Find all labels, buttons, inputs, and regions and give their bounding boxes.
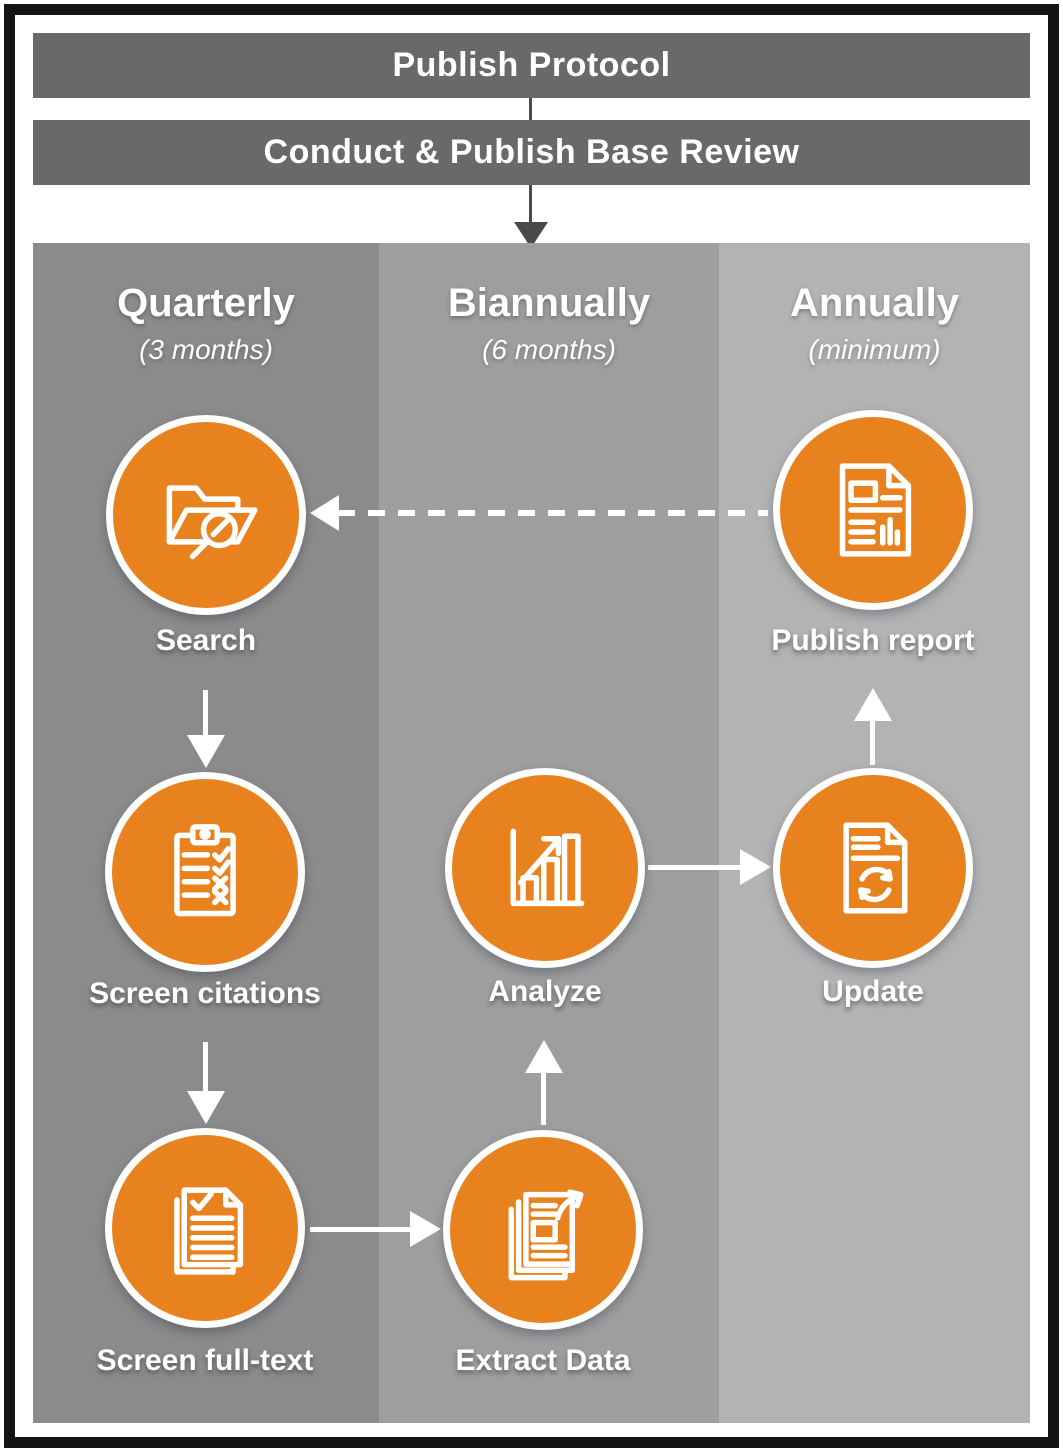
documents-export-icon bbox=[508, 1189, 584, 1281]
node-extract-data bbox=[443, 1130, 643, 1330]
column-title: Annually bbox=[790, 281, 959, 325]
column-subtitle: (minimum) bbox=[808, 334, 941, 365]
node-label: Analyze bbox=[488, 975, 602, 1008]
folder-search-icon bbox=[166, 485, 258, 560]
column-subtitle: (6 months) bbox=[482, 334, 616, 365]
base-review-label: Conduct & Publish Base Review bbox=[263, 133, 800, 171]
publish-to-search-dashed-line bbox=[338, 510, 768, 516]
up-arrowhead-icon bbox=[525, 1040, 563, 1073]
node-publish-report bbox=[773, 410, 973, 610]
fulltext-to-extract-line bbox=[310, 1227, 412, 1232]
column-quarterly-header: Quarterly (3 months) bbox=[33, 281, 379, 366]
search-to-citations-line bbox=[203, 690, 208, 738]
publish-protocol-bar: Publish Protocol bbox=[33, 33, 1030, 98]
right-arrowhead-icon bbox=[410, 1211, 441, 1247]
node-label: Extract Data bbox=[455, 1344, 631, 1377]
node-label: Screen full-text bbox=[96, 1344, 314, 1377]
update-to-publish-line bbox=[870, 718, 875, 765]
document-refresh-icon bbox=[843, 822, 908, 914]
down-arrowhead-icon bbox=[187, 735, 225, 768]
clipboard-checklist-icon bbox=[174, 824, 236, 917]
node-label: Update bbox=[822, 975, 924, 1008]
documents-check-icon bbox=[174, 1187, 244, 1275]
column-biannually-header: Biannually (6 months) bbox=[379, 281, 719, 366]
node-search bbox=[106, 415, 306, 615]
publish-protocol-label: Publish Protocol bbox=[392, 46, 671, 84]
node-label: Search bbox=[155, 624, 257, 657]
up-arrowhead-icon bbox=[854, 688, 892, 721]
down-arrowhead-icon bbox=[187, 1091, 225, 1124]
bar-chart-growth-icon bbox=[510, 828, 585, 907]
node-analyze bbox=[445, 768, 645, 968]
column-subtitle: (3 months) bbox=[139, 334, 273, 365]
column-title: Quarterly bbox=[117, 281, 295, 325]
analyze-to-update-line bbox=[648, 865, 742, 870]
column-annually-header: Annually (minimum) bbox=[719, 281, 1030, 366]
report-document-icon bbox=[839, 463, 912, 557]
node-screen-citations bbox=[105, 772, 305, 972]
bar-connector-line bbox=[529, 98, 532, 120]
right-arrowhead-icon bbox=[740, 849, 771, 885]
column-title: Biannually bbox=[447, 281, 651, 325]
node-label: Screen citations bbox=[89, 977, 321, 1010]
base-review-bar: Conduct & Publish Base Review bbox=[33, 120, 1030, 185]
node-label: Publish report bbox=[771, 624, 975, 657]
node-update bbox=[773, 768, 973, 968]
extract-to-analyze-line bbox=[541, 1070, 546, 1125]
node-screen-fulltext bbox=[105, 1128, 305, 1328]
left-arrowhead-icon bbox=[310, 495, 339, 531]
citations-to-fulltext-line bbox=[203, 1042, 208, 1094]
bar-to-cycle-line bbox=[529, 185, 532, 223]
